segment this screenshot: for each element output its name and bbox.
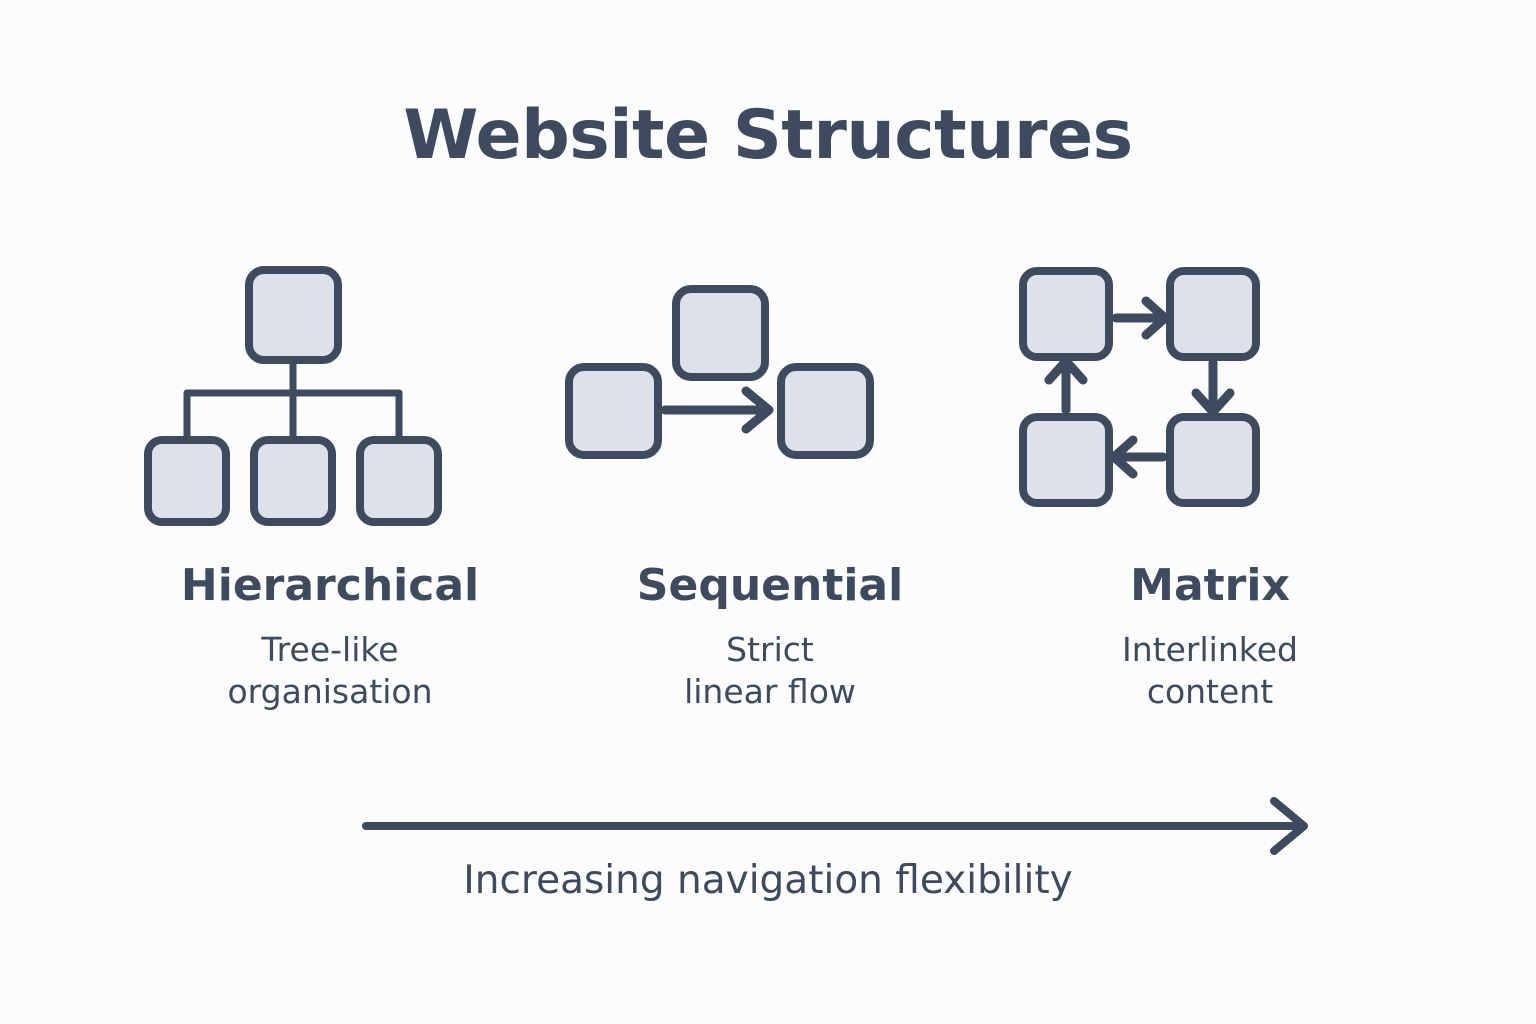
tree-node-root	[245, 266, 342, 364]
sequential-diagram	[560, 245, 980, 545]
sequential-arrow-right-icon	[660, 386, 774, 434]
column-caption-hierarchical: Tree-like organisation	[227, 630, 433, 712]
flexibility-axis	[0, 795, 1536, 865]
matrix-arrow-down-icon	[1191, 358, 1235, 417]
column-hierarchical: Hierarchical Tree-like organisation	[120, 245, 540, 714]
flexibility-axis-svg	[362, 797, 1308, 855]
column-heading-matrix: Matrix	[1130, 560, 1290, 611]
column-matrix: Matrix Interlinked content	[1000, 245, 1420, 714]
hierarchical-svg	[144, 266, 442, 526]
tree-node-child-2	[250, 436, 336, 526]
axis-arrow-right-icon	[362, 797, 1308, 855]
tree-node-child-3	[356, 436, 442, 526]
matrix-node-top-right	[1166, 267, 1260, 361]
column-caption-matrix: Interlinked content	[1122, 630, 1298, 712]
matrix-svg	[1019, 267, 1260, 507]
structure-columns: Hierarchical Tree-like organisation	[120, 245, 1420, 775]
sequential-node-1	[565, 363, 662, 459]
matrix-node-bottom-left	[1019, 413, 1113, 507]
column-sequential: Sequential Strict linear flow	[560, 245, 980, 714]
sequential-node-2	[672, 285, 769, 381]
page-title: Website Structures	[403, 96, 1133, 175]
matrix-diagram	[1000, 245, 1420, 545]
sequential-svg	[565, 285, 874, 459]
matrix-arrow-right-icon	[1111, 296, 1170, 340]
matrix-arrow-left-icon	[1109, 435, 1168, 479]
matrix-arrow-up-icon	[1044, 356, 1088, 415]
hierarchical-diagram	[120, 245, 540, 545]
flexibility-axis-label: Increasing navigation flexibility	[463, 858, 1073, 903]
sequential-node-3	[777, 363, 874, 459]
tree-connectors	[183, 356, 403, 444]
column-heading-sequential: Sequential	[636, 560, 904, 611]
matrix-node-top-left	[1019, 267, 1113, 361]
matrix-node-bottom-right	[1166, 413, 1260, 507]
column-heading-hierarchical: Hierarchical	[180, 560, 480, 611]
column-caption-sequential: Strict linear flow	[684, 630, 856, 712]
tree-node-child-1	[144, 436, 230, 526]
